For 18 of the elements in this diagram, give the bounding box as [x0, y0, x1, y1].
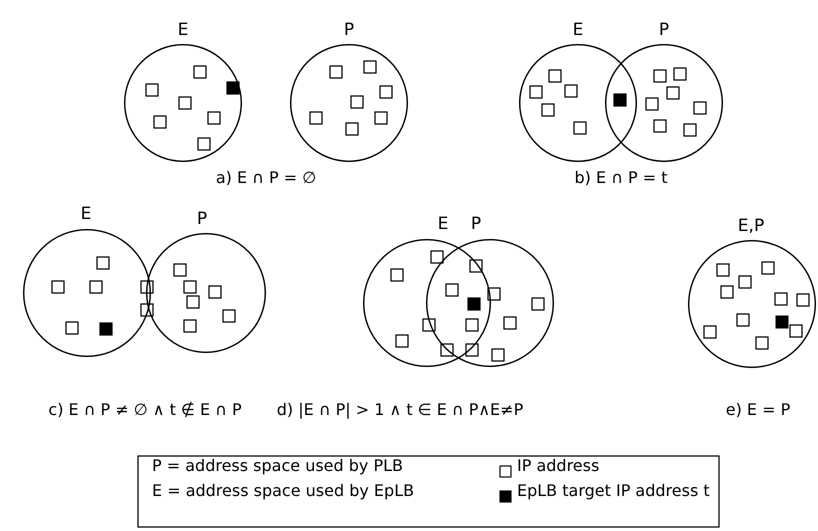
set-name: P [470, 214, 482, 234]
set-name: P [658, 20, 670, 40]
legend-text: EpLB target IP address t [517, 481, 710, 500]
legend-text: E = address space used by EpLB [152, 481, 414, 500]
legend-text: IP address [517, 456, 600, 475]
panel-caption: a) E ∩ P = ∅ [216, 168, 316, 187]
panel-caption: b) E ∩ P = t [574, 168, 668, 187]
panel-caption: d) |E ∩ P| > 1 ∧ t ∈ E ∩ P∧E≠P [276, 400, 524, 419]
panel-caption: c) E ∩ P ≠ ∅ ∧ t ∉ E ∩ P [48, 400, 242, 419]
panel-caption: e) E = P [726, 400, 790, 419]
set-name: E [572, 20, 584, 40]
set-name: E [438, 214, 448, 234]
legend-text: P = address space used by PLB [152, 456, 404, 475]
set-name: E,P [738, 216, 764, 236]
set-name: P [196, 209, 208, 229]
set-name: P [344, 20, 354, 40]
set-name: E [178, 20, 188, 40]
set-name: E [80, 204, 92, 224]
